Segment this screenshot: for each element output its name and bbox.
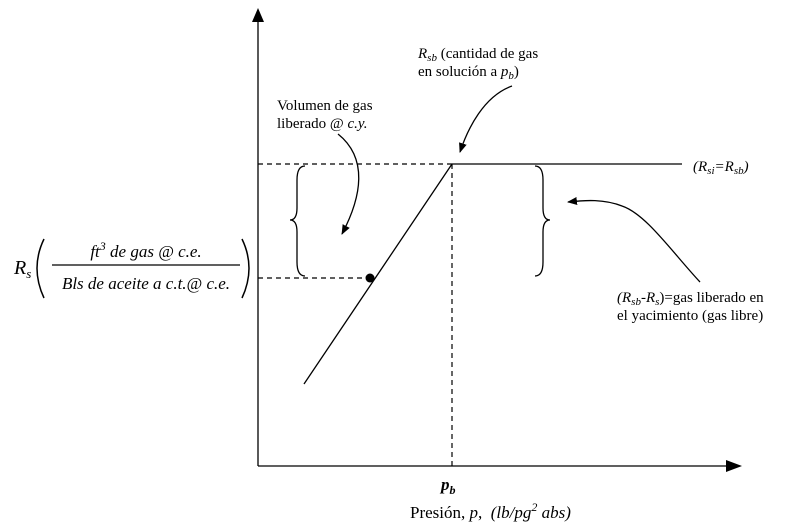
- volume-curved-arrow: [337, 133, 360, 235]
- y-axis-label-right-paren: [241, 238, 250, 299]
- y-axis-arrow-head: [252, 8, 264, 22]
- y-axis-label-symbol: Rs: [13, 257, 31, 281]
- y-axis-label-numerator: ft3 de gas @ c.e.: [90, 239, 201, 261]
- x-axis-label: Presión, p, (lb/pg2 abs): [410, 500, 571, 522]
- x-axis-arrow-head: [726, 460, 742, 472]
- free-gas-label: (Rsb-Rs)=gas liberado en el yacimiento (…: [617, 290, 767, 324]
- right-brace: [534, 165, 551, 277]
- pb-tick-label: pb: [439, 475, 456, 497]
- rsb-curved-arrow: [459, 85, 513, 153]
- rs-point-marker: [365, 273, 375, 283]
- y-axis-label-denominator: Bls de aceite a c.t.@ c.e.: [62, 274, 230, 293]
- volume-gas-label: Volumen de gas liberado @ c.y.: [277, 98, 376, 132]
- rsb-label: Rsb (cantidad de gas en solución a pb): [417, 46, 542, 82]
- left-brace: [289, 165, 306, 277]
- solution-gas-line: [303, 163, 453, 385]
- free-gas-curved-arrow: [567, 197, 701, 283]
- rsi-equals-rsb-label: (Rsi=Rsb): [693, 159, 749, 177]
- y-axis-label-left-paren: [36, 238, 45, 299]
